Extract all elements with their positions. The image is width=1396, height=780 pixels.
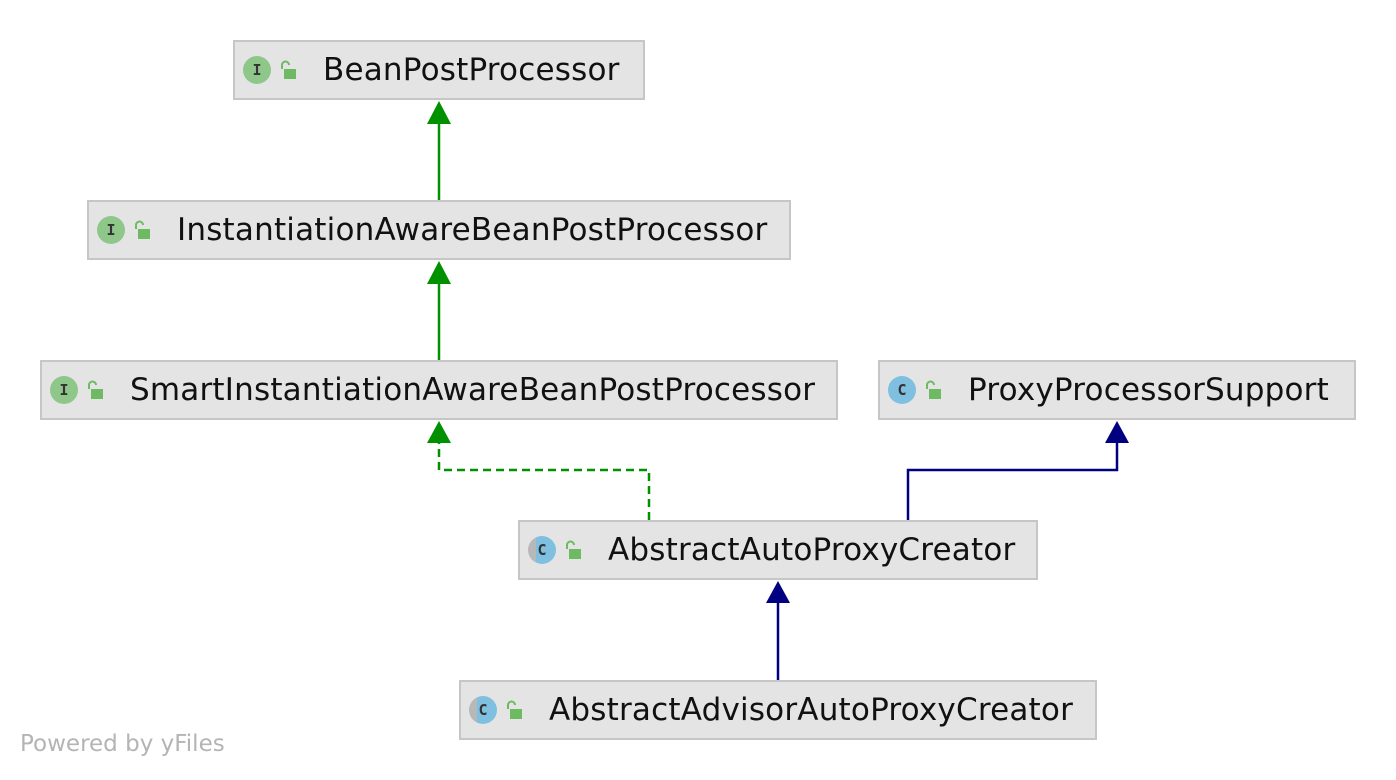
unlocked-padlock-icon <box>135 220 150 239</box>
arrowhead-proxy-processor-support <box>1105 421 1129 443</box>
interface-icon: I <box>97 216 125 244</box>
unlocked-padlock-icon <box>281 60 296 79</box>
node-label: InstantiationAwareBeanPostProcessor <box>177 212 768 248</box>
node-bean-post-processor[interactable]: I BeanPostProcessor <box>233 40 645 100</box>
interface-icon: I <box>243 56 271 84</box>
abstract-class-icon: C <box>528 536 556 564</box>
node-instantiation-aware-bean-post-processor[interactable]: I InstantiationAwareBeanPostProcessor <box>87 200 791 260</box>
node-smart-instantiation-aware-bean-post-processor[interactable]: I SmartInstantiationAwareBeanPostProcess… <box>40 360 838 420</box>
node-label: ProxyProcessorSupport <box>968 372 1329 408</box>
arrowhead-smart-instantiation-aware <box>427 421 451 443</box>
unlocked-padlock-icon <box>566 540 581 559</box>
edge-auto-proxy-creator-to-proxy-processor-support <box>906 443 1119 520</box>
unlocked-padlock-icon <box>88 380 103 399</box>
unlocked-padlock-icon <box>507 700 522 719</box>
arrowhead-bean-post-processor <box>427 101 451 124</box>
yfiles-watermark: Powered by yFiles <box>20 731 225 757</box>
node-abstract-advisor-auto-proxy-creator[interactable]: C AbstractAdvisorAutoProxyCreator <box>459 680 1097 740</box>
node-label: AbstractAdvisorAutoProxyCreator <box>549 692 1074 728</box>
class-icon: C <box>888 376 916 404</box>
node-proxy-processor-support[interactable]: C ProxyProcessorSupport <box>878 360 1356 420</box>
edge-auto-proxy-creator-implements-smart <box>437 443 651 520</box>
node-label: BeanPostProcessor <box>323 52 620 88</box>
interface-icon: I <box>50 376 78 404</box>
node-label: AbstractAutoProxyCreator <box>608 532 1016 568</box>
unlocked-padlock-icon <box>926 380 941 399</box>
arrowhead-abstract-auto-proxy-creator <box>766 581 790 603</box>
arrowhead-instantiation-aware <box>427 261 451 284</box>
abstract-class-icon: C <box>469 696 497 724</box>
node-label: SmartInstantiationAwareBeanPostProcessor <box>130 372 816 408</box>
node-abstract-auto-proxy-creator[interactable]: C AbstractAutoProxyCreator <box>518 520 1038 580</box>
